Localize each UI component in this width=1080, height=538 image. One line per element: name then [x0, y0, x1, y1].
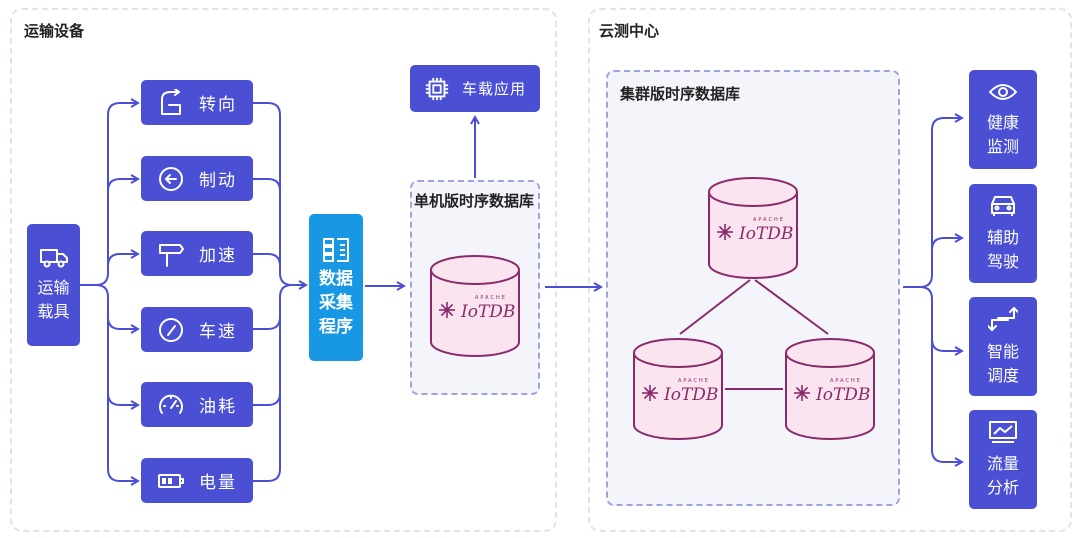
iotdb-logo-text: IoTDB [663, 385, 718, 405]
apache-tag-text: APACHE [678, 378, 710, 384]
cloud-center-panel [588, 8, 1072, 532]
operation-label: 油耗 [199, 397, 237, 417]
cluster-db-title: 集群版时序数据库 [620, 85, 741, 103]
cluster-iotdb-cylinder-top: IoTDB APACHE [708, 177, 798, 279]
iotdb-logo-text: IoTDB [460, 302, 515, 322]
brake-icon [159, 166, 183, 191]
operation-steering[interactable]: 转向 [141, 80, 253, 125]
operation-acceleration[interactable]: 加速 [141, 231, 253, 276]
steering-icon [161, 88, 181, 115]
apache-tag-text: APACHE [475, 295, 507, 301]
operation-label: 电量 [199, 473, 237, 493]
app-label-line1: 健康 [986, 112, 1019, 132]
operation-braking[interactable]: 制动 [141, 156, 253, 201]
app-label-line1: 智能 [986, 341, 1019, 361]
vehicle-app-node[interactable]: 车载应用 [410, 65, 540, 112]
cluster-iotdb-cylinder-left: IoTDB APACHE [633, 338, 723, 440]
operation-label: 转向 [199, 95, 237, 115]
app-label-line1: 辅助 [986, 227, 1019, 247]
standalone-db-title: 单机版时序数据库 [414, 192, 535, 210]
app-label-line1: 流量 [986, 453, 1019, 473]
app-assisted-driving[interactable]: 辅助 驾驶 [969, 184, 1037, 283]
operation-speed[interactable]: 车速 [141, 307, 253, 352]
app-health-monitoring[interactable]: 健康 监测 [969, 70, 1037, 169]
operation-label: 车速 [199, 322, 237, 342]
transport-equipment-panel [10, 8, 557, 532]
operation-label: 制动 [199, 171, 237, 191]
cluster-iotdb-cylinder-right: IoTDB APACHE [785, 338, 875, 440]
app-label-line2: 监测 [986, 136, 1019, 156]
collector-label-line1: 数据 [319, 268, 353, 289]
car-icon [991, 195, 1015, 216]
operation-battery[interactable]: 电量 [141, 458, 253, 503]
data-collection-program-node[interactable]: 数据 采集 程序 [309, 214, 363, 361]
app-traffic-analysis[interactable]: 流量 分析 [969, 410, 1037, 509]
iotdb-logo-text: IoTDB [738, 224, 793, 244]
app-label-line2: 分析 [986, 477, 1019, 497]
collector-label-line2: 采集 [319, 292, 353, 313]
transport-vehicle-node[interactable]: 运输 载具 [27, 224, 80, 346]
vehicle-label-line2: 载具 [37, 302, 70, 321]
iotdb-logo-text: IoTDB [815, 385, 870, 405]
vehicle-label-line1: 运输 [37, 278, 70, 297]
battery-icon [158, 473, 184, 488]
apache-tag-text: APACHE [830, 378, 862, 384]
operation-label: 加速 [199, 246, 237, 266]
apache-tag-text: APACHE [753, 217, 785, 223]
image-chart-icon [989, 420, 1017, 443]
chip-icon [425, 77, 449, 100]
app-smart-dispatch[interactable]: 智能 调度 [969, 297, 1037, 396]
speed-icon [159, 317, 183, 342]
cloud-center-title: 云测中心 [599, 22, 660, 40]
dispatch-arrows-icon [988, 306, 1018, 331]
app-label-line2: 调度 [986, 365, 1019, 385]
operation-fuel-consumption[interactable]: 油耗 [141, 382, 253, 427]
standalone-iotdb-cylinder: IoTDB APACHE [430, 255, 520, 357]
eye-icon [988, 83, 1018, 100]
transport-equipment-title: 运输设备 [24, 22, 85, 40]
app-label-line2: 驾驶 [986, 251, 1019, 271]
vehicle-app-label: 车载应用 [461, 80, 526, 98]
data-collector-icon [323, 237, 349, 262]
signpost-icon [159, 243, 184, 267]
collector-label-line3: 程序 [319, 316, 353, 337]
gauge-icon [159, 394, 183, 414]
truck-icon [39, 249, 68, 268]
